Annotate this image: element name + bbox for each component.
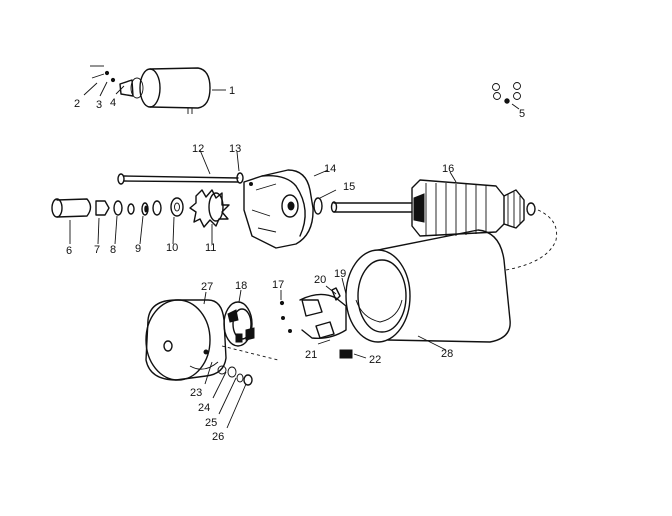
callout-3: 3 [96, 99, 102, 111]
terminal-detail [492, 82, 521, 110]
callout-19: 19 [334, 268, 346, 280]
callout-15: 15 [343, 181, 355, 193]
callout-28: 28 [441, 348, 453, 360]
callout-23: 23 [190, 387, 202, 399]
brush-parts [279, 277, 367, 359]
through-bolt [117, 149, 244, 185]
callout-26: 26 [212, 431, 224, 443]
callout-8: 8 [110, 244, 116, 256]
armature [330, 171, 558, 271]
callout-1: 1 [229, 85, 235, 97]
callout-20: 20 [314, 274, 326, 286]
callout-4: 4 [110, 97, 116, 109]
callout-5: 5 [519, 108, 525, 120]
callout-22: 22 [369, 354, 381, 366]
end-cap [145, 289, 279, 429]
callout-7: 7 [94, 244, 100, 256]
field-frame [345, 229, 511, 351]
callout-16: 16 [442, 163, 454, 175]
callout-2: 2 [74, 98, 80, 110]
callout-13: 13 [229, 143, 241, 155]
starter-assembly [83, 65, 226, 114]
callout-6: 6 [66, 245, 72, 257]
drive-end-housing [243, 169, 337, 249]
callout-21: 21 [305, 349, 317, 361]
callout-25: 25 [205, 417, 217, 429]
callout-11: 11 [205, 242, 216, 254]
drive-parts-row [51, 189, 230, 245]
callout-27: 27 [201, 281, 213, 293]
callout-12: 12 [192, 143, 204, 155]
callout-14: 14 [324, 163, 336, 175]
callout-17: 17 [272, 279, 284, 291]
callout-24: 24 [198, 402, 210, 414]
callout-labels: 1 2 3 4 5 6 7 8 9 10 11 12 13 14 15 16 1… [66, 85, 525, 443]
callout-9: 9 [135, 243, 141, 255]
callout-10: 10 [166, 242, 178, 254]
callout-18: 18 [235, 280, 247, 292]
